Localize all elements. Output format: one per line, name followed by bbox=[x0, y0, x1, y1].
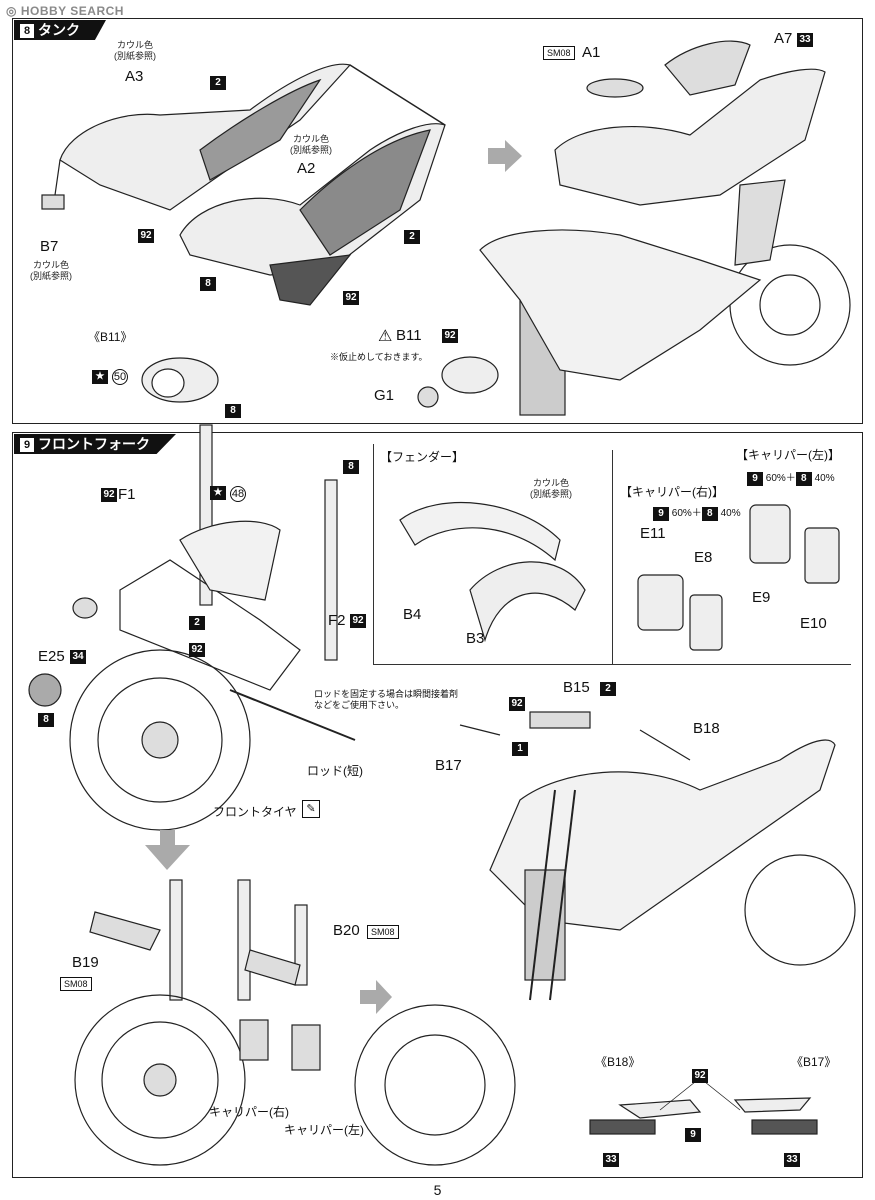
paint-chip: 8 bbox=[38, 713, 54, 727]
caliper-left-caption: キャリパー(左) bbox=[284, 1123, 364, 1137]
paint-chip: 2 bbox=[600, 682, 616, 696]
step8-header: 8 タンク bbox=[14, 20, 106, 40]
label-g1: G1 bbox=[374, 387, 395, 404]
paint-chip: 8 bbox=[343, 460, 359, 474]
caliper-left-mix: 9 60%＋8 40% bbox=[747, 469, 835, 486]
paint-circle-50: 50 bbox=[112, 369, 128, 385]
label-b11: B11 bbox=[396, 327, 422, 344]
paint-chip: 92 bbox=[343, 291, 359, 305]
label-b7: B7 bbox=[40, 238, 59, 255]
paint-chip: 8 bbox=[225, 404, 241, 418]
front-fork-drawing bbox=[28, 424, 356, 831]
label-b15: B15 bbox=[563, 679, 590, 696]
caliper-right-heading: 【キャリパー(右)】 bbox=[620, 485, 724, 499]
paint-chip: 92 bbox=[509, 697, 525, 711]
b7-color-note: カウル色(別紙参照) bbox=[30, 260, 72, 281]
label-a2: A2 bbox=[297, 160, 316, 177]
paint-chip: 2 bbox=[189, 616, 205, 630]
b17-ref-label: 《B17》 bbox=[791, 1055, 837, 1069]
label-b17: B17 bbox=[435, 757, 462, 774]
no-paint-icon: ✎ bbox=[302, 800, 320, 818]
caliper-divider bbox=[612, 450, 613, 664]
sm08-tag: SM08 bbox=[543, 46, 575, 60]
fender-divider-bottom bbox=[373, 664, 851, 665]
rod-short-label: ロッド(短) bbox=[307, 764, 363, 778]
sm08-tag: SM08 bbox=[367, 925, 399, 939]
paint-chip: 92 bbox=[189, 643, 205, 657]
label-f1: F1 bbox=[118, 486, 136, 503]
paint-chip: 1 bbox=[512, 742, 528, 756]
watermark-logo: ◎ HOBBY SEARCH bbox=[6, 4, 124, 18]
step9-panel bbox=[12, 432, 863, 1178]
step8-panel bbox=[12, 18, 863, 424]
step9-header: 9 フロントフォーク bbox=[14, 434, 176, 454]
label-a1: A1 bbox=[582, 44, 601, 61]
paint-chip: 33 bbox=[603, 1153, 619, 1167]
paint-chip: 8 bbox=[200, 277, 216, 291]
page-number: 5 bbox=[433, 1182, 442, 1198]
label-b18: B18 bbox=[693, 720, 720, 737]
paint-chip: 92 bbox=[442, 329, 458, 343]
logo-icon: ◎ bbox=[6, 4, 21, 18]
tank-cover-a2-drawing bbox=[179, 123, 446, 306]
paint-chip: 2 bbox=[210, 76, 226, 90]
rod-glue-note: ロッドを固定する場合は瞬間接着剤などをご使用下さい。 bbox=[314, 689, 459, 710]
a2-color-note: カウル色(別紙参照) bbox=[290, 134, 332, 155]
paint-chip: 92 bbox=[692, 1069, 708, 1083]
caliper-left-heading: 【キャリパー(左)】 bbox=[736, 448, 840, 462]
label-e25: E25 bbox=[38, 648, 65, 665]
paint-chip: 2 bbox=[404, 230, 420, 244]
paint-chip: 9 bbox=[685, 1128, 701, 1142]
star-icon: ★ bbox=[210, 486, 226, 500]
fender-drawing bbox=[399, 502, 586, 643]
star-icon: ★ bbox=[92, 370, 108, 384]
tank-cover-a3-drawing bbox=[59, 63, 352, 211]
label-f2: F2 bbox=[328, 612, 346, 629]
paint-circle-48: 48 bbox=[230, 486, 246, 502]
step8-number: 8 bbox=[20, 24, 34, 38]
label-a3: A3 bbox=[125, 68, 144, 85]
paint-chip: 92 bbox=[101, 488, 117, 502]
label-b19: B19 bbox=[72, 954, 99, 971]
bike-full-drawing bbox=[354, 711, 856, 1166]
label-e10: E10 bbox=[800, 615, 827, 632]
paint-chip: 33 bbox=[784, 1153, 800, 1167]
caliper-right-mix: 9 60%＋8 40% bbox=[653, 504, 741, 521]
front-tire-label: フロントタイヤ bbox=[213, 805, 297, 819]
paint-chip: 34 bbox=[70, 650, 86, 664]
b11-ref-label: 《B11》 bbox=[88, 330, 133, 344]
warning-icon: ⚠ bbox=[378, 328, 393, 345]
paint-chip: 92 bbox=[350, 614, 366, 628]
a3-color-note: カウル色(別紙参照) bbox=[114, 40, 156, 61]
fork-bracket-assembly-drawing bbox=[74, 879, 321, 1166]
bike-upper-drawing bbox=[417, 40, 851, 416]
paint-chip: 33 bbox=[797, 33, 813, 47]
fender-divider-left bbox=[373, 444, 374, 664]
temporary-fix-note: ※仮止めしておきます。 bbox=[330, 352, 428, 362]
label-a7: A7 bbox=[774, 30, 793, 47]
label-e8: E8 bbox=[694, 549, 713, 566]
b18-ref-label: 《B18》 bbox=[595, 1055, 641, 1069]
sm08-tag: SM08 bbox=[60, 977, 92, 991]
caliper-right-caption: キャリパー(右) bbox=[209, 1105, 289, 1119]
label-b4: B4 bbox=[403, 606, 422, 623]
step8-title: タンク bbox=[38, 22, 80, 38]
step9-title: フロントフォーク bbox=[38, 436, 150, 452]
label-b3: B3 bbox=[466, 630, 485, 647]
paint-chip: 92 bbox=[138, 229, 154, 243]
label-b20: B20 bbox=[333, 922, 360, 939]
fender-color-note: カウル色(別紙参照) bbox=[530, 478, 572, 499]
label-e11: E11 bbox=[640, 525, 666, 542]
fender-heading: 【フェンダー】 bbox=[380, 450, 465, 464]
label-e9: E9 bbox=[752, 589, 771, 606]
step9-number: 9 bbox=[20, 438, 34, 452]
